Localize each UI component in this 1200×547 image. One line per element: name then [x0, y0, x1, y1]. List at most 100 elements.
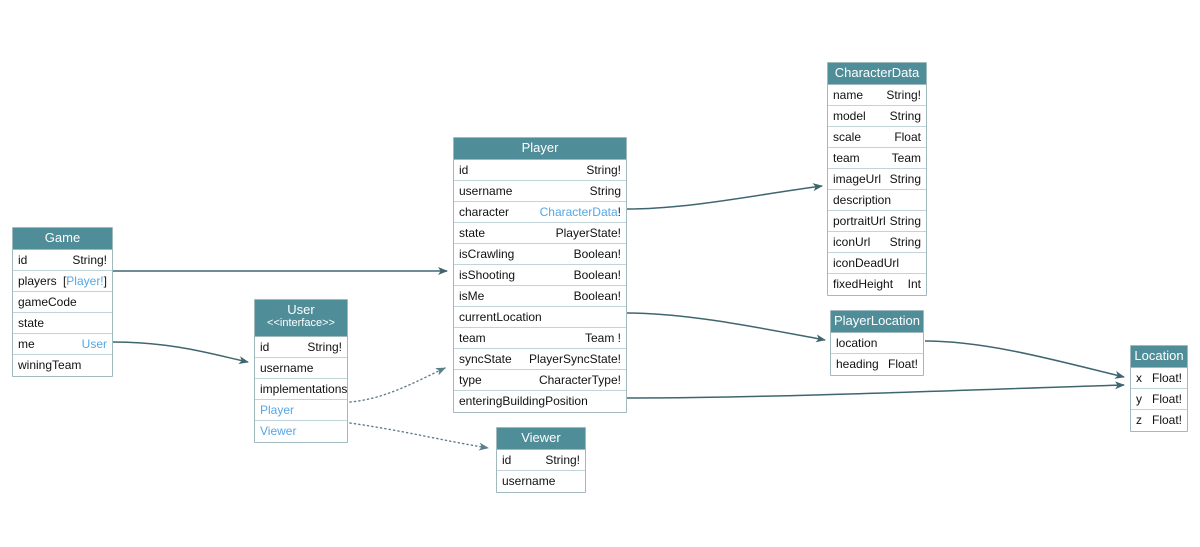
field-row[interactable]: id String!	[454, 160, 626, 181]
field-name: username	[260, 361, 314, 375]
edge-player-enteringbuildingposition-to-location	[626, 381, 1125, 399]
field-name: id	[459, 163, 469, 177]
edge-player-character-to-characterdata	[626, 183, 823, 210]
field-row[interactable]: gameCodeString!	[13, 292, 112, 313]
field-name: y	[1136, 392, 1142, 406]
field-type: Float!	[1151, 392, 1182, 406]
entity-header-characterdata: CharacterData	[828, 63, 926, 85]
field-name: state	[459, 226, 486, 240]
field-type: Float!	[1151, 413, 1182, 427]
field-name: z	[1136, 413, 1142, 427]
entity-header-playerlocation: PlayerLocation	[831, 311, 923, 333]
field-name: x	[1136, 371, 1142, 385]
field-name: currentLocation	[459, 310, 542, 324]
field-name: team	[833, 151, 860, 165]
entity-playerlocation[interactable]: PlayerLocationlocationLocation!headingFl…	[830, 310, 924, 376]
field-type: Float!	[887, 357, 918, 371]
field-row[interactable]: locationLocation!	[831, 333, 923, 354]
field-row[interactable]: implementations	[255, 379, 347, 400]
field-name: winingTeam	[18, 358, 82, 372]
field-type: String!	[72, 253, 107, 267]
entity-game[interactable]: Game id String! players[Player!]gameCodeStr…	[12, 227, 113, 377]
entity-header-user: User<<interface>>	[255, 300, 347, 337]
field-name: gameCode	[18, 295, 77, 309]
entity-stereotype: <<interface>>	[267, 317, 335, 329]
field-type: Boolean!	[573, 247, 621, 261]
field-type: String!	[307, 340, 342, 354]
field-type: CharacterType!	[538, 373, 621, 387]
field-row[interactable]: descriptionString	[828, 190, 926, 211]
field-name: username	[502, 474, 556, 488]
field-type: Team !	[584, 331, 621, 345]
field-name: state	[18, 316, 45, 330]
field-name: portraitUrl	[833, 214, 886, 228]
field-row[interactable]: z Float!	[1131, 410, 1187, 431]
field-name: id	[18, 253, 28, 267]
field-name: Viewer	[260, 424, 297, 438]
field-row[interactable]: stateGameState!	[13, 313, 112, 334]
field-type: Boolean!	[573, 289, 621, 303]
field-row[interactable]: Player	[255, 400, 347, 421]
field-name: imageUrl	[833, 172, 882, 186]
entity-header-player: Player	[454, 138, 626, 160]
entity-user[interactable]: User<<interface>>idString!usernameString…	[254, 299, 348, 443]
field-name: implementations	[260, 382, 347, 396]
field-name: iconDeadUrl	[833, 256, 900, 270]
field-row[interactable]: enteringBuildingPositionLocation	[454, 391, 626, 412]
field-row[interactable]: id String!	[497, 450, 585, 471]
field-name: location	[836, 336, 878, 350]
field-name: Player	[260, 403, 295, 417]
field-type: PlayerSyncState!	[528, 352, 621, 366]
field-type: String	[889, 214, 921, 228]
field-name: isShooting	[459, 268, 516, 282]
field-type: Int	[907, 277, 921, 291]
field-type: String	[889, 235, 921, 249]
entity-header-game: Game	[13, 228, 112, 250]
field-name: isMe	[459, 289, 485, 303]
edge-user-impl-player	[349, 367, 446, 403]
entity-title: User	[287, 302, 315, 317]
field-type: String!	[545, 453, 580, 467]
field-row[interactable]: players[Player!]	[13, 271, 112, 292]
edge-game-me-to-user	[112, 341, 249, 365]
field-row[interactable]: isMe Boolean!	[454, 286, 626, 307]
field-row[interactable]: currentLocationPlayerLocation!	[454, 307, 626, 328]
field-row[interactable]: Viewer	[255, 421, 347, 442]
field-name: username	[459, 184, 513, 198]
field-type: String!	[586, 163, 621, 177]
field-row[interactable]: id String!	[13, 250, 112, 271]
field-row[interactable]: winingTeamTeam	[13, 355, 112, 376]
field-type: CharacterData!	[539, 205, 621, 219]
field-name: id	[502, 453, 512, 467]
field-row[interactable]: iconDeadUrlString	[828, 253, 926, 274]
entity-header-viewer: Viewer	[497, 428, 585, 450]
field-row[interactable]: y Float!	[1131, 389, 1187, 410]
